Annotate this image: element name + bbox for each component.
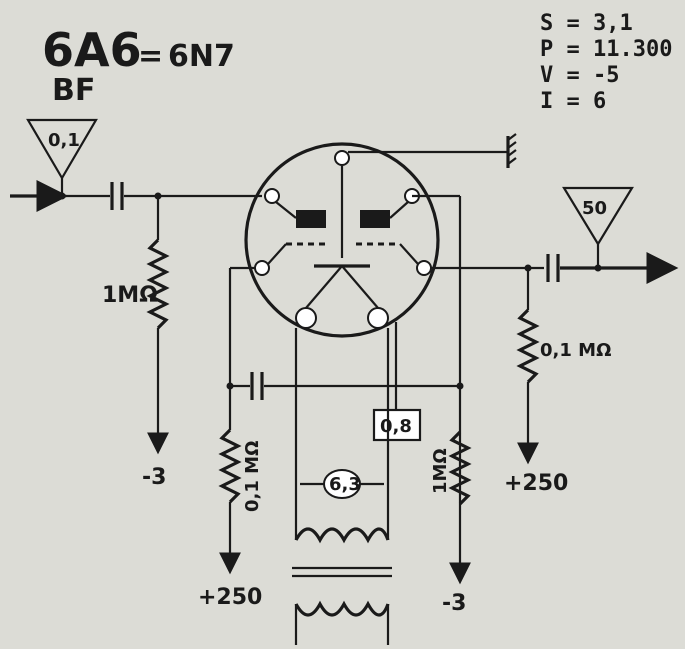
- feedback-resistor: [218, 428, 242, 504]
- cathode-node: [456, 382, 464, 390]
- cathode-value-label: 0,8: [380, 416, 412, 437]
- param-v: V = -5: [540, 63, 619, 88]
- input-capacitor: [110, 182, 124, 210]
- tube-mode-label: BF: [52, 73, 95, 108]
- output-gain-label: 50: [582, 198, 607, 219]
- grid-resistor-label: 1MΩ: [102, 283, 158, 308]
- transformer: [292, 527, 392, 645]
- input-gain-label: 0,1: [48, 130, 80, 151]
- tube-type-label: 6A6: [42, 23, 142, 77]
- plate-supply-label: +250: [504, 471, 568, 496]
- output-gain-triangle: 50: [562, 186, 634, 247]
- tube-envelope: [244, 142, 440, 338]
- cathode-value-box: [372, 408, 422, 442]
- cathode-bias-label: -3: [442, 591, 466, 616]
- plate-resistor-label: 0,1 MΩ: [540, 340, 611, 361]
- param-p: P = 11.300: [540, 37, 672, 62]
- feedback-resistor-label: 0,1 MΩ: [242, 441, 263, 512]
- equals-sign: =: [138, 39, 163, 74]
- feedback-capacitor: [250, 372, 264, 400]
- ground-symbol: [506, 133, 517, 168]
- feedback-supply-label: +250: [198, 585, 262, 610]
- heater-voltage-label: 6,3: [329, 474, 361, 495]
- cathode-resistor-label: 1MΩ: [430, 448, 451, 494]
- param-s: S = 3,1: [540, 11, 633, 36]
- tube-equivalent-label: 6N7: [168, 39, 235, 74]
- plate-resistor: [516, 308, 540, 384]
- grid-resistor: [146, 238, 170, 330]
- heater-voltage-badge: [323, 469, 361, 499]
- cathode-resistor: [448, 430, 472, 506]
- output-capacitor: [546, 254, 560, 282]
- param-i: I = 6: [540, 89, 606, 114]
- tube-electrodes: [267, 166, 419, 309]
- input-gain-triangle: 0,1: [26, 118, 98, 181]
- grid-bias-label: -3: [142, 465, 166, 490]
